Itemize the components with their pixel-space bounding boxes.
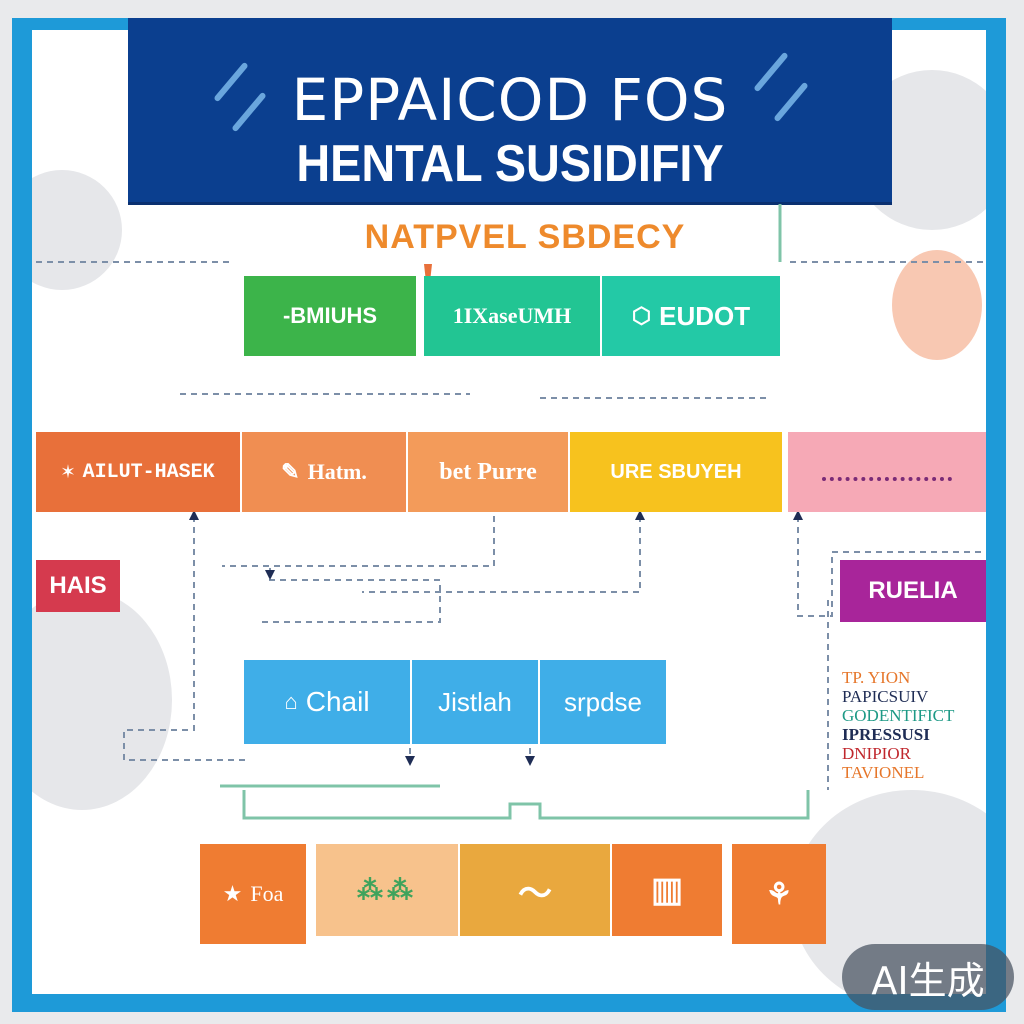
wave-icon: 〜 — [518, 874, 552, 913]
node-row4-2[interactable]: 〜 — [460, 844, 610, 936]
node-row1-0[interactable]: -BMIUHS — [244, 276, 416, 356]
node-label: AILUT-HASEK — [82, 460, 215, 484]
paint-splash — [892, 250, 982, 360]
node-row2-2[interactable]: bet Purre — [408, 432, 568, 512]
notes-list: TP. YION PAPICSUIV GODENTIFICT IPRESSUSI… — [842, 668, 962, 782]
arrowhead — [525, 756, 535, 766]
node-row2-3[interactable]: URE SBUYEH — [570, 432, 782, 512]
compass-icon: ⌂ — [284, 689, 298, 714]
note-line: PAPICSUIV — [842, 687, 929, 706]
leaf-icon: ✎ — [281, 459, 300, 484]
node-row1-2[interactable]: ⬡ EUDOT — [602, 276, 780, 356]
title-banner: EPPAICOD FOS HENTAL SUSIDIFIY — [128, 18, 892, 205]
note-line: TAVIONEL — [842, 763, 925, 782]
connector — [260, 568, 441, 623]
tag-label: RUELIA — [868, 577, 958, 604]
figure-icon: ⚘ — [765, 877, 793, 911]
node-label: -BMIUHS — [282, 303, 378, 328]
node-row3-2[interactable]: srpdse — [540, 660, 666, 744]
node-label: Foa — [250, 881, 284, 906]
title-line-2: HENTAL SUSIDIFIY — [296, 135, 724, 193]
node-label: 1IXaseUMH — [452, 303, 572, 328]
connector — [362, 516, 641, 593]
node-row3-1[interactable]: Jistlah — [412, 660, 538, 744]
box-icon: ⬡ — [631, 303, 652, 328]
node-row4-1[interactable]: ⁂⁂ — [316, 844, 458, 936]
node-label: URE SBUYEH — [610, 460, 742, 483]
node-label: Jistlah — [438, 686, 512, 717]
arrowhead — [405, 756, 415, 766]
node-row4-4[interactable]: ⚘ — [732, 844, 826, 944]
node-row1-1[interactable]: 1IXaseUMH — [424, 276, 600, 356]
node-row4-0[interactable]: ★ Foa — [200, 844, 306, 944]
node-label: srpdse — [563, 686, 643, 717]
diagram-subtitle: NATPVEL SBDECY — [364, 218, 686, 256]
tag-right[interactable]: RUELIA — [840, 560, 986, 622]
pattern-icon: ⁂⁂ — [357, 874, 417, 905]
note-line: GODENTIFICT — [842, 706, 955, 725]
note-line: IPRESSUSI — [842, 725, 930, 744]
node-row4-3[interactable]: ▥ — [612, 844, 722, 936]
tag-label: HAIS — [49, 572, 107, 599]
note-line: TP. YION — [842, 668, 911, 687]
tag-left[interactable]: HAIS — [36, 560, 120, 612]
ai-generated-badge: AI生成 — [842, 944, 1014, 1010]
node-row2-1[interactable]: ✎ Hatm. — [242, 432, 406, 512]
star-icon: ✶ — [61, 460, 75, 485]
node-row2-4[interactable] — [788, 432, 986, 512]
connector — [123, 516, 250, 761]
connector — [242, 790, 810, 820]
arrowhead — [189, 510, 199, 520]
node-row2-0[interactable]: ✶ AILUT-HASEK — [36, 432, 240, 512]
squiggle-icon — [822, 463, 952, 481]
connector — [797, 516, 986, 617]
node-label: Hatm. — [307, 459, 367, 484]
title-line-1: EPPAICOD FOS — [291, 66, 729, 134]
node-label: bet Purre — [439, 458, 537, 485]
node-label: Chail — [305, 686, 370, 717]
star-icon: ★ — [222, 881, 243, 906]
arrowhead — [793, 510, 803, 520]
arrowhead — [265, 570, 275, 580]
arrowhead — [635, 510, 645, 520]
note-line: DNIPIOR — [842, 744, 911, 763]
node-label: EUDOT — [659, 300, 751, 331]
paint-splash — [32, 590, 172, 810]
building-icon: ▥ — [650, 871, 684, 909]
connector — [222, 516, 495, 567]
node-row3-0[interactable]: ⌂ Chail — [244, 660, 410, 744]
